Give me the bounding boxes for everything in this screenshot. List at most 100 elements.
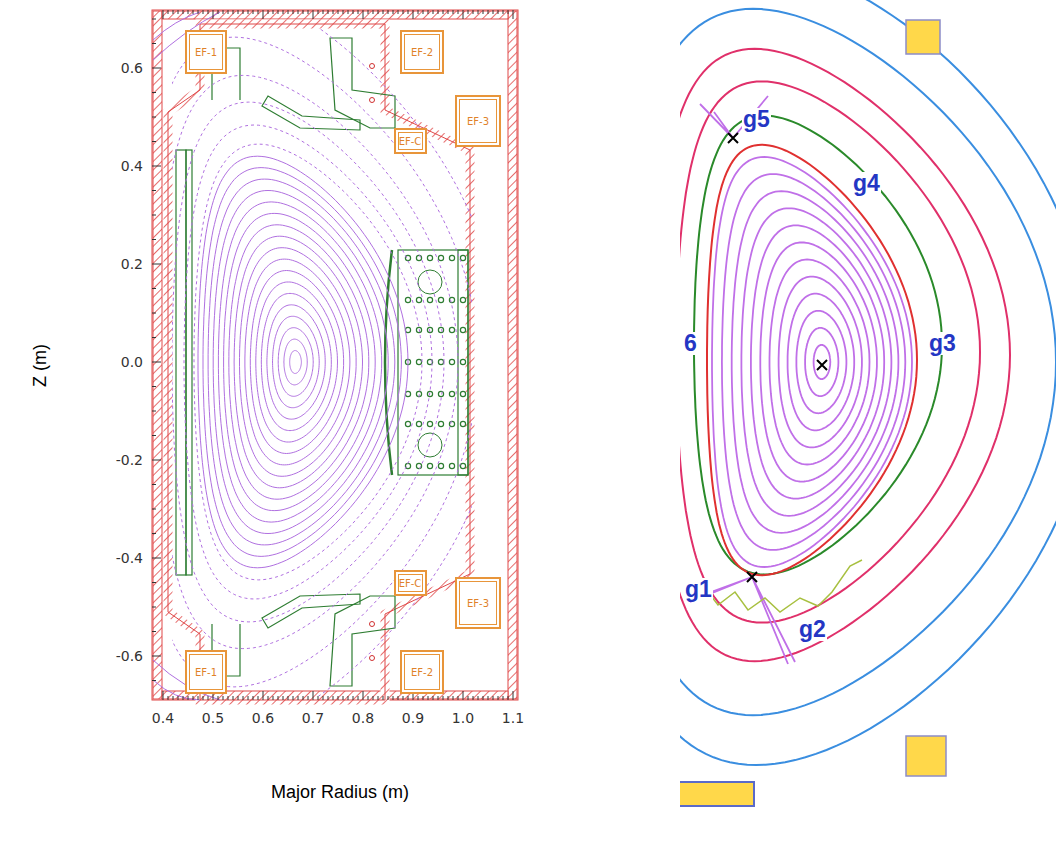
tick: [483, 696, 484, 700]
tick: [323, 696, 324, 700]
tick: [152, 558, 161, 559]
tick: [468, 696, 469, 700]
tick: [348, 10, 349, 14]
coil-label: EF-3: [467, 116, 489, 127]
axis-tick-label: 0.6: [252, 710, 274, 726]
tick: [152, 239, 156, 240]
flux-surface: [198, 156, 408, 568]
port: [418, 433, 442, 457]
tick: [513, 10, 514, 19]
tick: [493, 696, 494, 700]
tick: [328, 696, 329, 700]
plate-bolt: [449, 359, 454, 364]
tick: [152, 117, 156, 118]
tick: [152, 92, 156, 93]
tick: [413, 10, 414, 19]
tick: [423, 696, 424, 700]
flux-surface: [240, 248, 357, 477]
tick: [363, 10, 364, 19]
gap-diagram: [680, 0, 1056, 806]
tick: [263, 10, 264, 19]
tick: [152, 19, 156, 20]
coil-square: [906, 736, 946, 776]
tick: [393, 696, 394, 700]
axis-tick-label: -0.2: [116, 452, 143, 468]
tick: [223, 10, 224, 14]
coil-box: EF-C: [394, 570, 427, 596]
tick: [228, 696, 229, 700]
tick: [152, 607, 156, 608]
tick: [398, 696, 399, 700]
plate-bolt: [416, 255, 421, 260]
divertor-plate: [262, 594, 360, 628]
flux-surface: [814, 345, 831, 379]
tick: [163, 691, 164, 700]
upper-passive-plate: [330, 38, 395, 128]
flux-surface: [267, 305, 325, 419]
outer-wall: [508, 11, 517, 699]
tick: [453, 696, 454, 700]
tick: [473, 696, 474, 700]
tick: [458, 696, 459, 700]
tick: [168, 696, 169, 700]
open-field-line: [194, 144, 422, 580]
coil-box: EF-1: [185, 650, 227, 694]
port: [418, 270, 442, 294]
tick: [418, 10, 419, 14]
flux-surface: [760, 242, 877, 481]
flux-surface: [245, 259, 350, 465]
plate-bolt: [449, 391, 454, 396]
plasma-boundary: [707, 145, 917, 576]
tick: [152, 509, 156, 510]
tick: [463, 691, 464, 700]
tick: [493, 10, 494, 14]
axis-tick-label: -0.6: [116, 648, 143, 664]
tick: [263, 691, 264, 700]
tick: [403, 696, 404, 700]
tick: [308, 696, 309, 700]
tick: [253, 696, 254, 700]
tick: [488, 10, 489, 14]
tick: [152, 166, 161, 167]
coil-label: EF-2: [411, 667, 433, 678]
tick: [152, 141, 156, 142]
tick: [298, 696, 299, 700]
tick: [443, 696, 444, 700]
tick: [348, 696, 349, 700]
tick: [188, 10, 189, 14]
tick: [453, 10, 454, 14]
tick: [248, 10, 249, 14]
tick: [152, 411, 156, 412]
axis-tick-label: 1.0: [452, 710, 474, 726]
coil-label: EF-1: [195, 47, 217, 58]
tick: [273, 696, 274, 700]
tick: [333, 696, 334, 700]
tick: [293, 10, 294, 14]
plate-bolt: [427, 421, 432, 426]
axis-tick-label: 0.0: [121, 354, 143, 370]
tick: [233, 10, 234, 14]
lower-passive-plate: [330, 596, 395, 686]
probe: [370, 622, 375, 627]
tick: [388, 696, 389, 700]
tick: [208, 10, 209, 14]
tick: [368, 10, 369, 14]
tick: [152, 43, 156, 44]
tick: [393, 10, 394, 14]
tick: [258, 10, 259, 14]
flux-surface: [203, 168, 401, 557]
tick: [343, 10, 344, 14]
tick: [268, 696, 269, 700]
plate-bolt: [427, 255, 432, 260]
center-stack-wall: [153, 11, 162, 699]
coil-box: EF-2: [400, 30, 444, 74]
plate-bolt: [438, 421, 443, 426]
tick: [403, 10, 404, 14]
tick: [268, 10, 269, 14]
tick: [378, 10, 379, 14]
tick: [178, 10, 179, 14]
tick: [173, 696, 174, 700]
flux-surface: [229, 225, 369, 499]
tick: [213, 10, 214, 19]
flux-surface: [273, 316, 320, 407]
